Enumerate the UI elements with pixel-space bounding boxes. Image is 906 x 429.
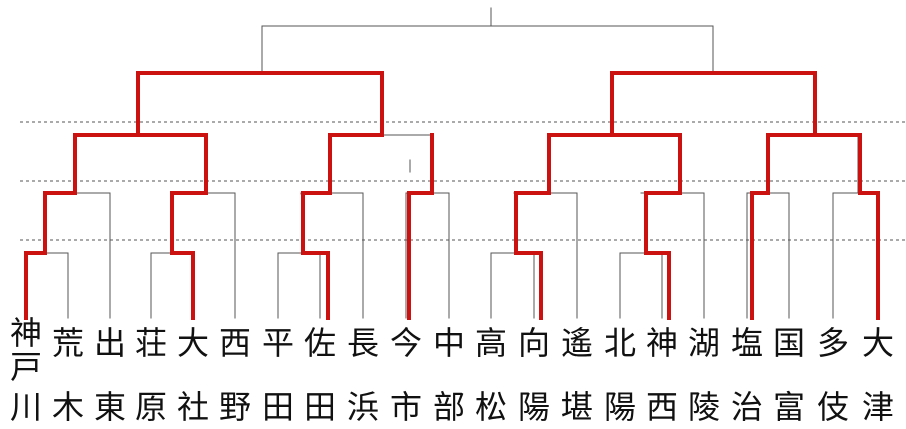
team-name-bottom: 伎 [816, 388, 849, 426]
team-name-top: 大 [176, 324, 209, 362]
team-name-top: 北 [603, 324, 636, 362]
team-name-top: 荘 [134, 324, 167, 362]
team-16: 神西 [642, 324, 682, 424]
team-name-top: 平 [261, 324, 294, 362]
team-name-top: 荒 [51, 324, 84, 362]
team-name-bottom: 田 [303, 388, 336, 426]
team-name-bottom: 浜 [346, 388, 379, 426]
team-name-bottom: 原 [134, 388, 167, 426]
team-name-top: 高 [474, 324, 507, 362]
match-final [261, 25, 714, 73]
match-11 [513, 192, 578, 319]
winner-path-5 [514, 71, 715, 320]
team-18: 塩治 [727, 324, 767, 424]
team-name-bottom: 木 [51, 388, 84, 426]
team-name-top: 国 [772, 324, 805, 362]
team-name-bottom: 市 [389, 388, 422, 426]
match-6 [277, 252, 321, 319]
match-8 [405, 192, 450, 319]
match-5 [74, 134, 207, 193]
team-7: 平田 [258, 324, 298, 424]
team-19: 国富 [769, 324, 809, 424]
team-name-top: 出 [93, 324, 126, 362]
match-4 [171, 192, 236, 319]
team-17: 湖陵 [684, 324, 724, 424]
team-name-bottom: 治 [730, 388, 763, 426]
match-1 [25, 252, 69, 319]
team-name-bottom: 部 [432, 388, 465, 426]
winner-path-6 [610, 133, 682, 320]
team-6: 西野 [215, 324, 255, 424]
team-name-bottom: 堪 [560, 388, 593, 426]
winner-path-8 [813, 133, 880, 320]
team-11: 中部 [429, 324, 469, 424]
team-3: 出東 [90, 324, 130, 424]
team-name-top: 神戸 [9, 314, 42, 386]
team-20: 多伎 [813, 324, 853, 424]
winner-path-2 [136, 133, 208, 320]
team-name-bottom: 松 [474, 388, 507, 426]
team-name-top: 今 [389, 324, 422, 362]
team-21: 大津 [858, 324, 898, 424]
match-10 [490, 252, 535, 319]
team-5: 大社 [173, 324, 213, 424]
team-name-top: 大 [861, 324, 894, 362]
team-name-top: 神 [645, 324, 678, 362]
team-name-bottom: 川 [9, 388, 42, 426]
team-12: 高松 [471, 324, 511, 424]
team-name-bottom: 野 [218, 388, 251, 426]
match-14 [548, 134, 681, 193]
match-12 [619, 252, 663, 319]
team-1: 神戸川 [6, 316, 46, 424]
team-name-bottom: 津 [861, 388, 894, 426]
winner-path-7 [711, 71, 817, 320]
team-name-bottom: 社 [176, 388, 209, 426]
match-2 [46, 192, 111, 319]
team-name-bottom: 西 [645, 388, 678, 426]
team-name-top: 多 [816, 324, 849, 362]
team-10: 今市 [386, 324, 426, 424]
team-name-bottom: 富 [772, 388, 805, 426]
winner-path-4 [407, 133, 434, 320]
team-name-top: 西 [218, 324, 251, 362]
team-9: 長浜 [343, 324, 383, 424]
team-name-top: 遙 [560, 324, 593, 362]
match-3 [150, 252, 194, 319]
team-name-top: 佐 [303, 324, 336, 362]
match-16 [832, 192, 879, 319]
team-name-top: 中 [432, 324, 465, 362]
team-name-bottom: 田 [261, 388, 294, 426]
winner-path-1 [24, 71, 264, 320]
team-name-top: 塩 [730, 324, 763, 362]
team-name-bottom: 陵 [687, 388, 720, 426]
team-name-top: 長 [346, 324, 379, 362]
team-4: 荘原 [131, 324, 171, 424]
team-name-bottom: 東 [93, 388, 126, 426]
team-2: 荒木 [48, 324, 88, 424]
team-name-bottom: 陽 [517, 388, 550, 426]
team-14: 遙堪 [557, 324, 597, 424]
match-9 [329, 134, 433, 193]
match-13 [640, 192, 705, 319]
team-name-top: 湖 [687, 324, 720, 362]
team-name-top: 向 [517, 324, 550, 362]
team-name-bottom: 陽 [603, 388, 636, 426]
match-7 [300, 192, 364, 319]
winner-path-3 [260, 71, 384, 320]
team-13: 向陽 [514, 324, 554, 424]
team-15: 北陽 [600, 324, 640, 424]
match-17 [767, 134, 859, 193]
team-8: 佐田 [300, 324, 340, 424]
